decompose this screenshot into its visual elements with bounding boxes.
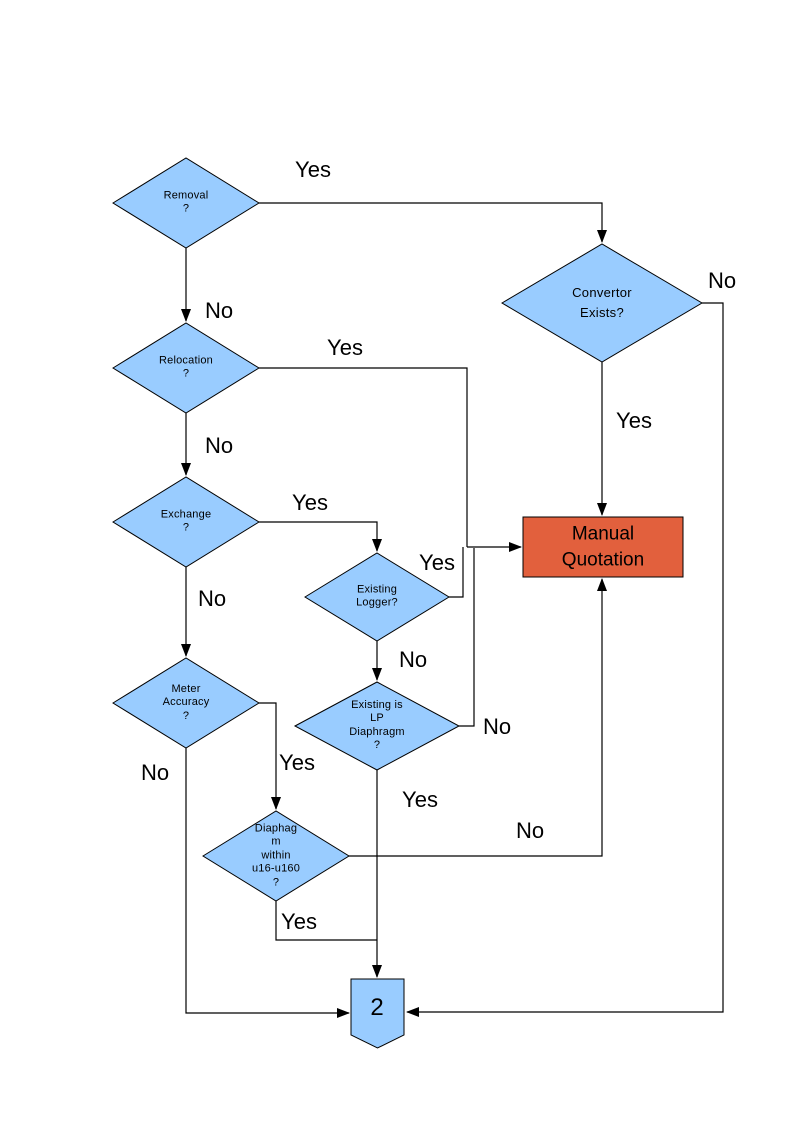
edge-label-exchange-no: No [197, 586, 227, 611]
edge-relocation-yes [259, 367, 468, 547]
edge-label-diaphragm-range-yes: Yes [281, 909, 317, 934]
edge-exchange-yes [259, 521, 382, 552]
label-offpage-connector: 2 [370, 994, 384, 1021]
label-removal: Removal ? [163, 189, 209, 215]
diamond-diaphragm-within-range [202, 810, 350, 902]
edge-label-meter-accuracy-yes: Yes [279, 750, 315, 775]
edge-label-lp-diaphragm-no: No [482, 714, 512, 739]
diamond-existing-logger [304, 552, 450, 642]
box-manual-quotation [522, 516, 684, 578]
diamond-relocation [112, 322, 260, 414]
label-manual-quotation: Manual Quotation [561, 523, 645, 570]
label-meter-accuracy: Meter Accuracy ? [162, 682, 210, 722]
edge-convertor-no [406, 302, 724, 1017]
edge-label-existing-logger-yes: Yes [419, 550, 455, 575]
edge-label-convertor-no: No [707, 268, 737, 293]
label-diaphragm-within-range: Diaphag m within u16-u160 ? [251, 822, 301, 889]
edge-diaphragm-range-no [349, 578, 607, 857]
nodes [112, 157, 703, 1049]
label-exchange: Exchange ? [160, 508, 212, 534]
edge-meter-accuracy-no [185, 748, 350, 1018]
edge-lp-diaphragm-no [459, 548, 475, 727]
offpage-connector-2 [350, 978, 405, 1049]
label-existing-logger: Existing Logger? [356, 583, 398, 609]
label-relocation: Relocation ? [159, 354, 213, 380]
edges [181, 202, 724, 1018]
diamond-meter-accuracy [112, 657, 260, 749]
edge-removal-yes [259, 202, 607, 243]
edge-diaphragm-range-yes [275, 901, 377, 941]
label-convertor-exists: Convertor Exists? [572, 284, 632, 320]
diamond-exchange [112, 476, 260, 568]
edge-meter-accuracy-yes [259, 702, 281, 810]
edge-label-lp-diaphragm-yes: Yes [402, 787, 438, 812]
edge-label-removal-no: No [204, 298, 234, 323]
edge-label-exchange-yes: Yes [292, 490, 328, 515]
diamond-convertor-exists [501, 243, 703, 363]
label-existing-lp-diaphragm: Existing is LP Diaphragm ? [349, 699, 405, 752]
diamond-existing-lp-diaphragm [293, 681, 461, 771]
diamond-removal [112, 157, 260, 249]
edge-existing-logger-yes [449, 547, 464, 598]
edge-label-relocation-no: No [204, 433, 234, 458]
edge-label-relocation-yes: Yes [327, 335, 363, 360]
edge-label-removal-yes: Yes [295, 157, 331, 182]
edge-label-existing-logger-no: No [398, 647, 428, 672]
edge-label-diaphragm-range-no: No [515, 818, 545, 843]
edge-label-meter-accuracy-no: No [140, 760, 170, 785]
edge-label-convertor-yes: Yes [616, 408, 652, 433]
